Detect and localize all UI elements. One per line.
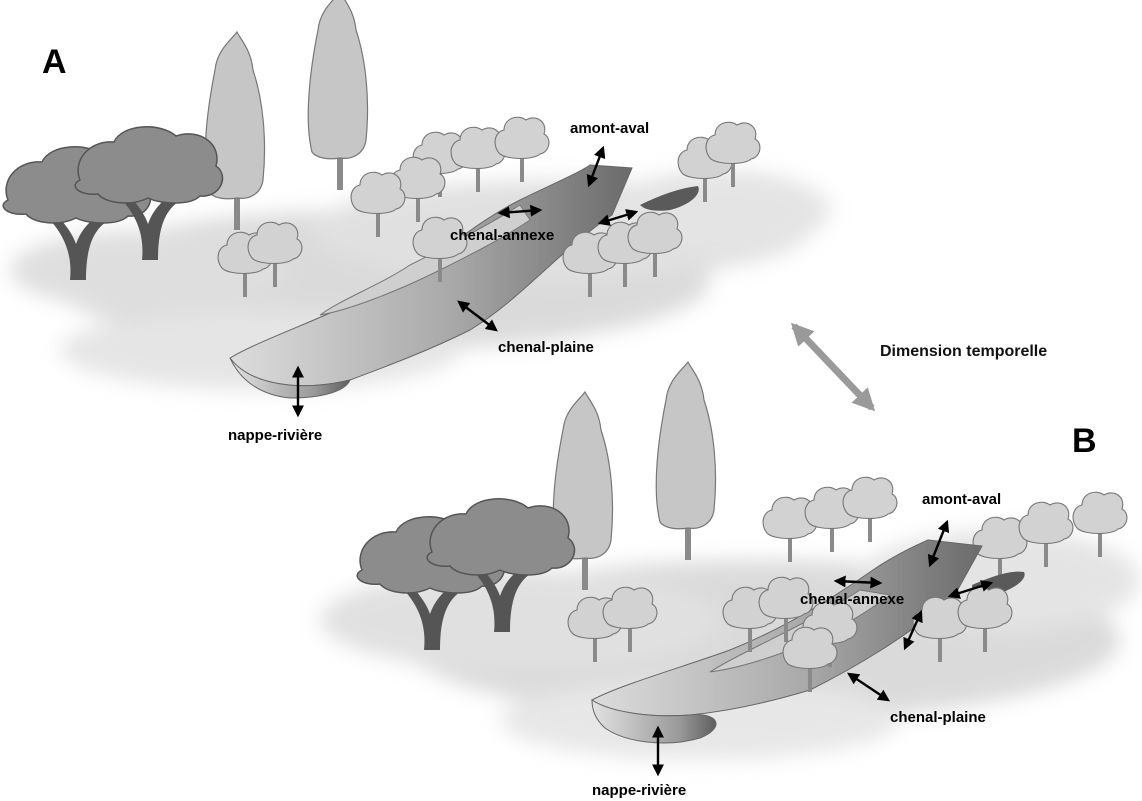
label-chenal-plaine-b: chenal-plaine xyxy=(890,709,986,726)
panel-letter-b: B xyxy=(1072,422,1097,460)
label-chenal-annexe-b: chenal-annexe xyxy=(800,591,904,608)
temporal-double-arrow-icon xyxy=(794,326,872,408)
label-amont-aval-a: amont-aval xyxy=(570,120,649,137)
bush-tree-icon xyxy=(843,477,897,542)
label-dimension-temporelle: Dimension temporelle xyxy=(880,343,1047,360)
bush-tree-icon xyxy=(495,117,549,182)
temporal-dimension: Dimension temporelle xyxy=(794,326,1047,408)
poplar-tree-icon xyxy=(308,0,367,190)
panel-a: A amont-aval chenal-annexe chenal-plaine… xyxy=(3,0,830,444)
panel-b: B amont-aval chenal-annexe chenal-plaine… xyxy=(320,362,1140,799)
label-nappe-riviere-b: nappe-rivière xyxy=(592,782,686,799)
label-nappe-riviere-a: nappe-rivière xyxy=(228,427,322,444)
poplar-tree-icon xyxy=(205,32,264,230)
label-chenal-plaine-a: chenal-plaine xyxy=(498,339,594,356)
label-amont-aval-b: amont-aval xyxy=(922,491,1001,508)
panel-letter-a: A xyxy=(42,43,67,81)
label-chenal-annexe-a: chenal-annexe xyxy=(450,227,554,244)
poplar-tree-icon xyxy=(656,362,715,560)
